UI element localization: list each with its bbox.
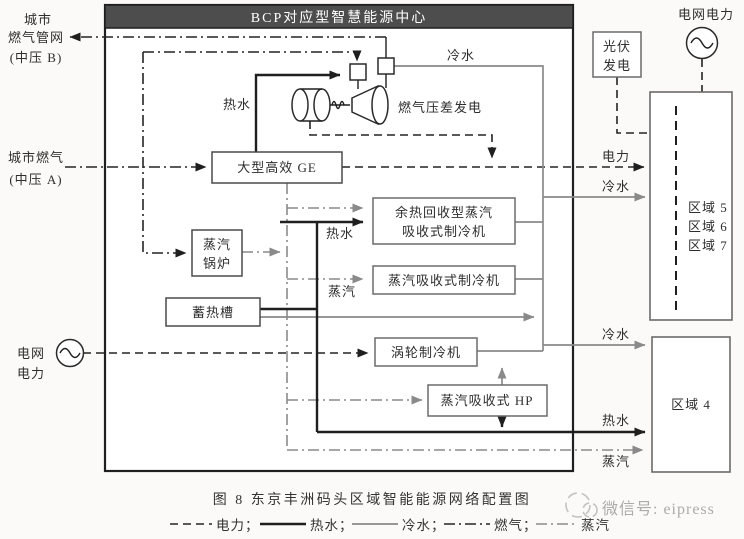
gas-network-b-label-3: (中压 B) xyxy=(10,50,63,65)
gas-pressure-gen-label: 燃气压差发电 xyxy=(398,100,482,115)
figure-caption: 图 8 东京丰洲码头区域智能能源网络配置图 xyxy=(213,492,532,508)
legend-cold-water-label: 冷水； xyxy=(402,518,446,534)
ge-box xyxy=(211,151,343,184)
equipment-boxes: 大型高效 GE 蒸汽 锅炉 蓄热槽 余热回收型蒸汽 吸收式制冷机 蒸汽吸收式制冷… xyxy=(165,151,548,417)
waste-heat-chiller-label-2: 吸收式制冷机 xyxy=(402,224,486,239)
steam-z4-label: 蒸汽 xyxy=(602,454,630,469)
hot-water-lines xyxy=(254,70,646,437)
boiler-label-2: 锅炉 xyxy=(203,256,231,271)
zone-7-label: 区域 7 xyxy=(688,238,728,253)
hot-water-ge-label: 热水 xyxy=(223,97,251,112)
boiler-box xyxy=(191,229,243,277)
legend: 电力； 热水； 冷水； 燃气； 蒸汽 xyxy=(170,517,610,534)
gas-network-b-label-2: 燃气管网 xyxy=(8,30,64,45)
ge-label: 大型高效 GE xyxy=(237,160,317,175)
steam-chiller-in-label: 蒸汽 xyxy=(328,284,356,299)
title-text: BCP对应型智慧能源中心 xyxy=(251,9,427,26)
zone-boxes: 区域 5 区域 6 区域 7 区域 4 xyxy=(649,91,733,473)
pv-label-1: 光伏 xyxy=(603,39,631,54)
steam-chiller-box xyxy=(372,265,516,295)
hot-water-z4-label: 热水 xyxy=(602,413,630,428)
zone-6-label: 区域 6 xyxy=(688,219,728,234)
steam-hp-label: 蒸汽吸收式 HP xyxy=(441,393,534,408)
boiler-label-1: 蒸汽 xyxy=(203,237,231,252)
zone-4-box xyxy=(651,336,731,473)
cold-water-z4-label: 冷水 xyxy=(602,327,630,342)
flow-labels: 热水 冷水 燃气压差发电 电力 冷水 热水 蒸汽 冷水 热水 蒸汽 xyxy=(223,48,630,469)
steam-chiller-label: 蒸汽吸收式制冷机 xyxy=(388,273,500,288)
zone-4-label: 区域 4 xyxy=(671,397,711,412)
watermark-text: 微信号: eipress xyxy=(602,500,715,518)
zone-567-box xyxy=(649,91,733,321)
legend-hot-water-label: 热水； xyxy=(310,518,354,534)
grid-right-label: 电网电力 xyxy=(678,7,734,22)
heat-exchanger-1-icon xyxy=(349,63,367,81)
external-sources: 城市 燃气管网 (中压 B) 城市燃气 (中压 A) 电网 电力 电网电力 光伏… xyxy=(8,7,734,381)
power-bus-label: 电力 xyxy=(602,149,630,164)
gas-pressure-generator-symbol xyxy=(291,37,395,126)
gas-lines xyxy=(65,32,386,258)
zone-5-label: 区域 5 xyxy=(688,200,728,215)
waste-heat-chiller-box xyxy=(372,197,516,245)
gas-network-b-label-1: 城市 xyxy=(24,12,52,27)
wechat-icon xyxy=(565,492,591,518)
steam-hp-box xyxy=(427,384,548,417)
grid-left-label-2: 电力 xyxy=(17,366,45,381)
pv-box xyxy=(592,31,642,78)
grid-left-label-1: 电网 xyxy=(17,346,45,361)
turbo-chiller-box xyxy=(374,337,478,367)
watermark: 微信号: eipress xyxy=(565,492,715,518)
legend-gas-label: 燃气； xyxy=(494,517,538,534)
pv-label-2: 发电 xyxy=(603,58,631,73)
legend-steam-label: 蒸汽 xyxy=(581,518,610,533)
cold-water-567-label: 冷水 xyxy=(602,179,630,194)
coupling-icon xyxy=(331,100,345,110)
gas-a-label-2: (中压 A) xyxy=(9,172,62,187)
hot-water-chiller-label: 热水 xyxy=(326,226,354,241)
heat-tank-box xyxy=(165,297,261,327)
waste-heat-chiller-label-1: 余热回收型蒸汽 xyxy=(395,205,493,220)
gas-a-label-1: 城市燃气 xyxy=(8,150,64,165)
turbo-chiller-label: 涡轮制冷机 xyxy=(391,345,461,360)
heat-exchanger-2-icon xyxy=(377,57,395,75)
cold-water-hx-label: 冷水 xyxy=(447,48,475,63)
cold-water-lines xyxy=(260,65,646,385)
heat-tank-label: 蓄热槽 xyxy=(192,305,234,320)
title-bar xyxy=(104,4,574,29)
legend-power-label: 电力； xyxy=(216,518,260,534)
